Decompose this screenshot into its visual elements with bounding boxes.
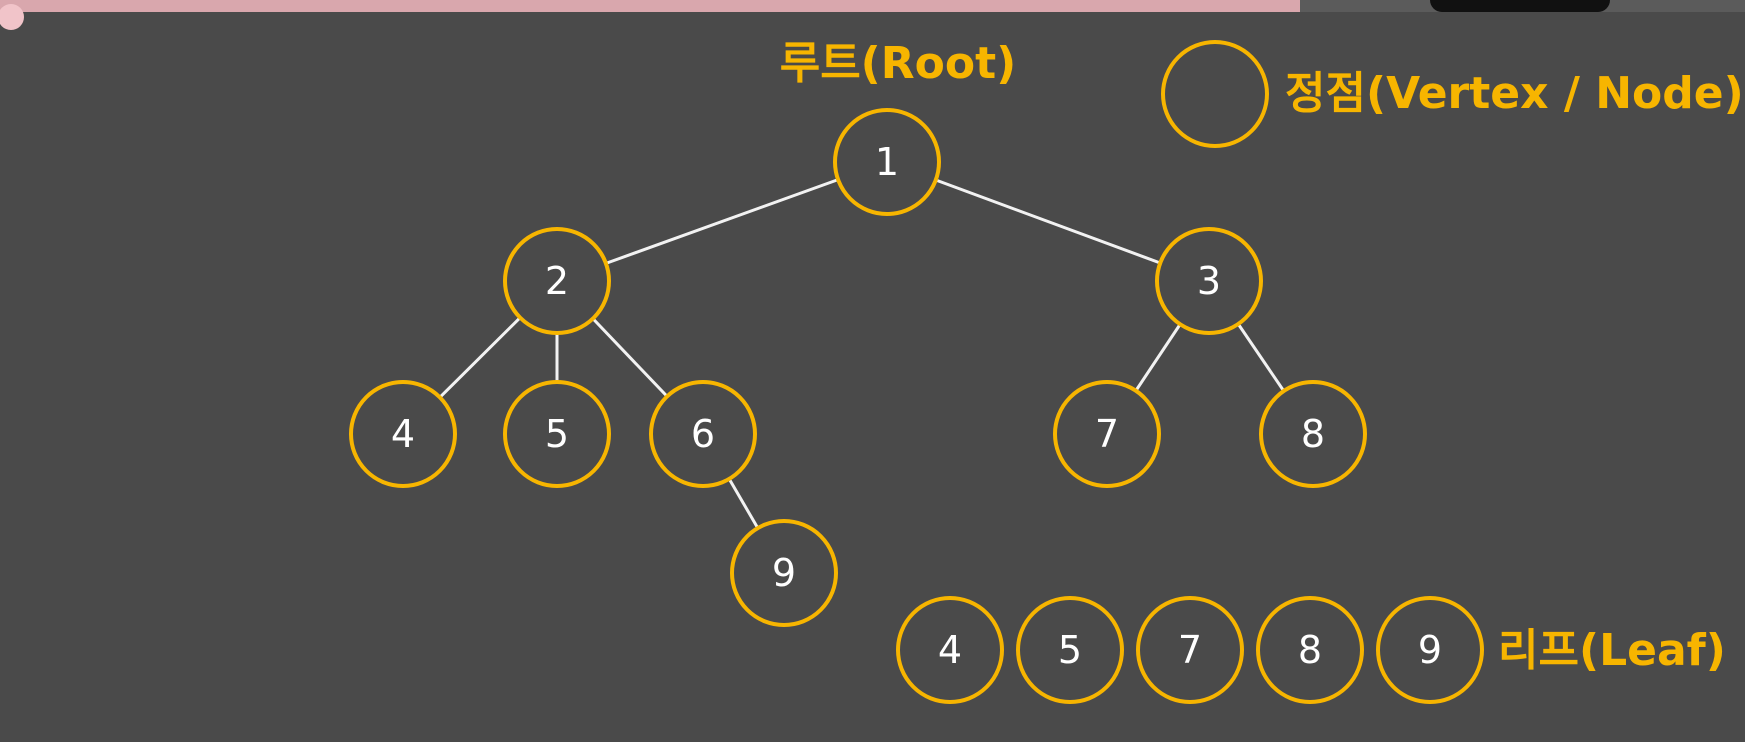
tree-node-5 xyxy=(503,380,611,488)
tree-node-7 xyxy=(1053,380,1161,488)
leaf-node-8 xyxy=(1256,596,1364,704)
tree-node-label-8: 8 xyxy=(1301,412,1325,456)
leaf-node-label-5: 5 xyxy=(1058,628,1082,672)
leaf-node-5 xyxy=(1016,596,1124,704)
tree-node-label-7: 7 xyxy=(1095,412,1119,456)
edge-6-9 xyxy=(727,478,760,529)
leaf-node-label-8: 8 xyxy=(1298,628,1322,672)
root-label: 루트(Root) xyxy=(780,38,1017,89)
edge-1-3 xyxy=(935,178,1161,265)
leaf-label: 리프(Leaf) xyxy=(1498,625,1726,676)
tree-edges xyxy=(438,178,1286,529)
vertex-legend-icon xyxy=(1161,40,1269,148)
leaf-node-label-7: 7 xyxy=(1178,628,1202,672)
edge-2-6 xyxy=(591,317,669,398)
leaf-node-9 xyxy=(1376,596,1484,704)
tree-node-3 xyxy=(1155,227,1263,335)
leaf-node-label-4: 4 xyxy=(938,628,962,672)
edge-2-4 xyxy=(438,316,522,399)
tree-node-4 xyxy=(349,380,457,488)
leaf-node-label-9: 9 xyxy=(1418,628,1442,672)
leaf-node-4 xyxy=(896,596,1004,704)
tree-node-label-6: 6 xyxy=(691,412,715,456)
tree-node-label-5: 5 xyxy=(545,412,569,456)
tree-node-label-9: 9 xyxy=(772,551,796,595)
tree-node-6 xyxy=(649,380,757,488)
tree-nodes: 1 2 3 4 5 6 7 8 9 xyxy=(349,108,1367,627)
leaf-node-7 xyxy=(1136,596,1244,704)
edge-3-8 xyxy=(1236,323,1286,392)
tree-node-label-4: 4 xyxy=(391,412,415,456)
thumbnail-dark-region xyxy=(1430,0,1610,12)
tree-node-label-1: 1 xyxy=(875,140,899,184)
video-thumbnail-strip xyxy=(1300,0,1745,12)
progress-scrubber-handle[interactable] xyxy=(0,4,24,30)
tree-node-1 xyxy=(833,108,941,216)
vertex-label: 정점(Vertex / Node) xyxy=(1285,68,1744,119)
leaf-list: 4 5 7 8 9 xyxy=(896,596,1484,704)
tree-node-8 xyxy=(1259,380,1367,488)
tree-node-2 xyxy=(503,227,611,335)
edge-1-2 xyxy=(605,178,839,265)
tree-node-label-2: 2 xyxy=(545,259,569,303)
tree-node-9 xyxy=(730,519,838,627)
edge-3-7 xyxy=(1134,323,1182,392)
tree-node-label-3: 3 xyxy=(1197,259,1221,303)
